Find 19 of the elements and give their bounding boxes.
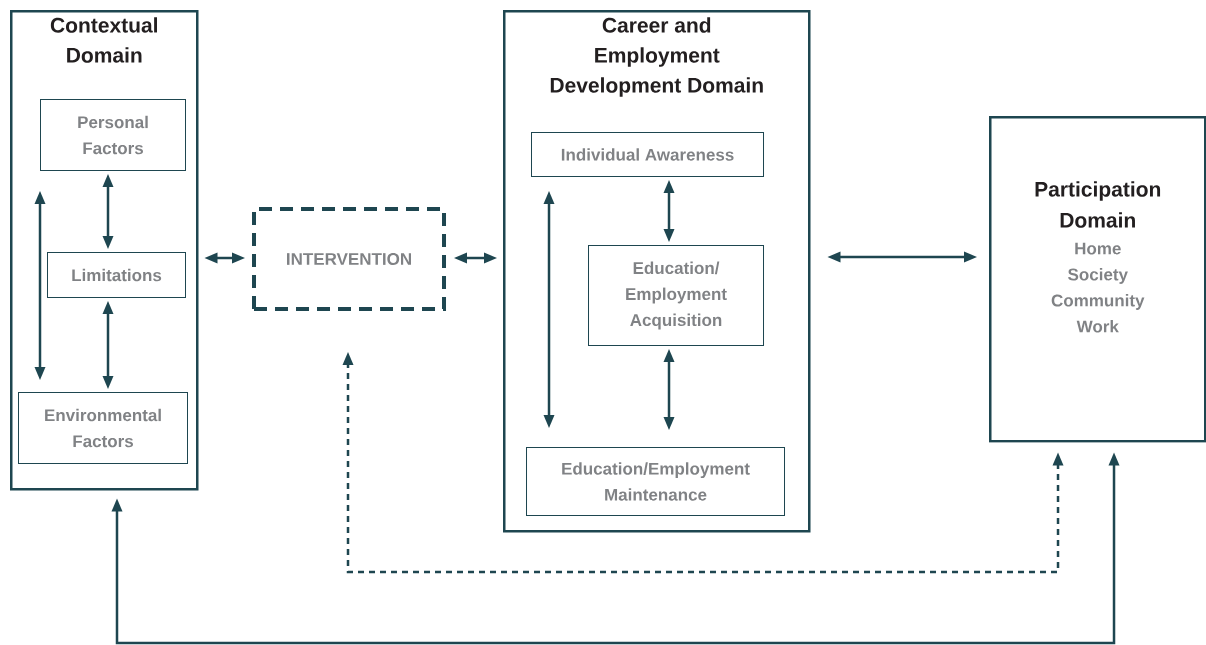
- arrow: [543, 191, 555, 428]
- stage-box: Education/ Employment Acquisition: [588, 245, 764, 346]
- arrow: [663, 349, 675, 430]
- arrow: [34, 191, 46, 380]
- arrow: [663, 180, 675, 242]
- arrow: [102, 174, 114, 249]
- stage-box: Education/Employment Maintenance: [526, 447, 785, 516]
- domain-box: Participation Domain Home Society Community Work: [989, 116, 1206, 443]
- arrow: [342, 352, 1064, 574]
- factor-box: Personal Factors: [40, 99, 186, 171]
- arrow: [827, 251, 977, 263]
- factor-box: Environmental Factors: [18, 392, 188, 464]
- arrow: [102, 301, 114, 389]
- factor-box: Limitations: [47, 252, 186, 298]
- stage-box: Individual Awareness: [531, 132, 764, 177]
- arrow: [204, 252, 245, 264]
- intervention-box: INTERVENTION: [252, 207, 446, 311]
- arrow: [111, 452, 1120, 645]
- arrow: [454, 252, 497, 264]
